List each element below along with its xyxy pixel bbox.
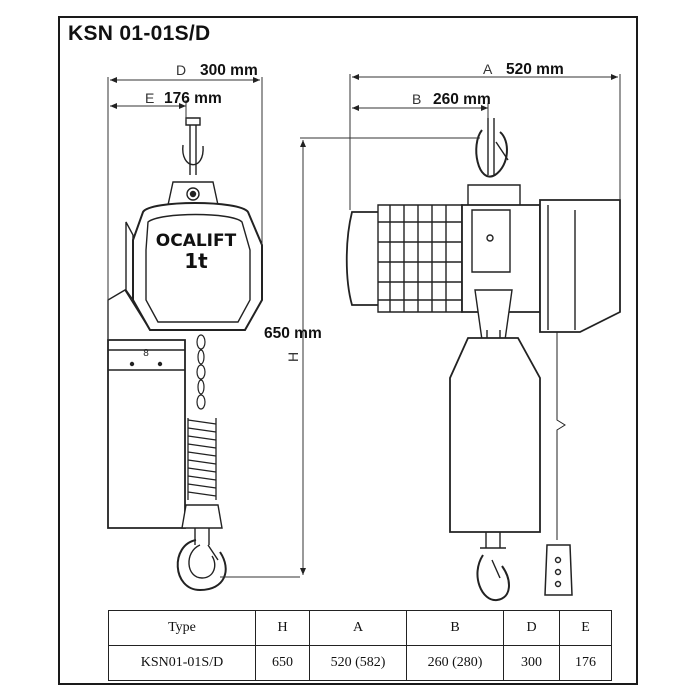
dimension-letter-b: B (412, 91, 421, 107)
load-chain (196, 334, 206, 410)
table-row: KSN01-01S/D 650 520 (582) 260 (280) 300 … (108, 645, 612, 681)
side-view (107, 117, 263, 592)
model-title: KSN 01-01S/D (68, 22, 211, 45)
table-header-row: Type H A B D E (108, 610, 612, 646)
dimension-letter-d: D (176, 62, 186, 78)
dimension-letter-a: A (483, 61, 493, 77)
header-cell: B (406, 610, 504, 646)
dimension-a: 520 mm (506, 61, 564, 78)
cell: 300 (503, 645, 560, 681)
cell: 520 (582) (309, 645, 407, 681)
header-cell: D (503, 610, 560, 646)
header-cell: Type (108, 610, 256, 646)
cell: 260 (280) (406, 645, 504, 681)
dimension-labels: D 300 mm E 176 mm A 520 mm B 260 mm 650 … (143, 61, 564, 362)
dimension-d: 300 mm (200, 62, 258, 79)
drawing-frame (58, 16, 638, 685)
capacity-label: 1t (184, 249, 208, 273)
header-cell: A (309, 610, 407, 646)
cell: KSN01-01S/D (108, 645, 256, 681)
dimension-h: 650 mm (264, 325, 322, 342)
header-cell: E (559, 610, 612, 646)
brand-label: OCALIFT (156, 231, 237, 251)
spec-table: Type H A B D E KSN01-01S/D 650 520 (582)… (108, 610, 612, 681)
dimension-letter-e: E (145, 90, 154, 106)
dimension-letter-h: H (285, 352, 301, 362)
cell: 176 (559, 645, 612, 681)
front-view (345, 118, 621, 602)
chain-bag-label: 8 (143, 348, 149, 359)
spring (187, 418, 217, 500)
dimension-lines (107, 74, 621, 578)
cell: 650 (255, 645, 310, 681)
dimension-e: 176 mm (164, 90, 222, 107)
header-cell: H (255, 610, 310, 646)
dimension-b: 260 mm (433, 91, 491, 108)
